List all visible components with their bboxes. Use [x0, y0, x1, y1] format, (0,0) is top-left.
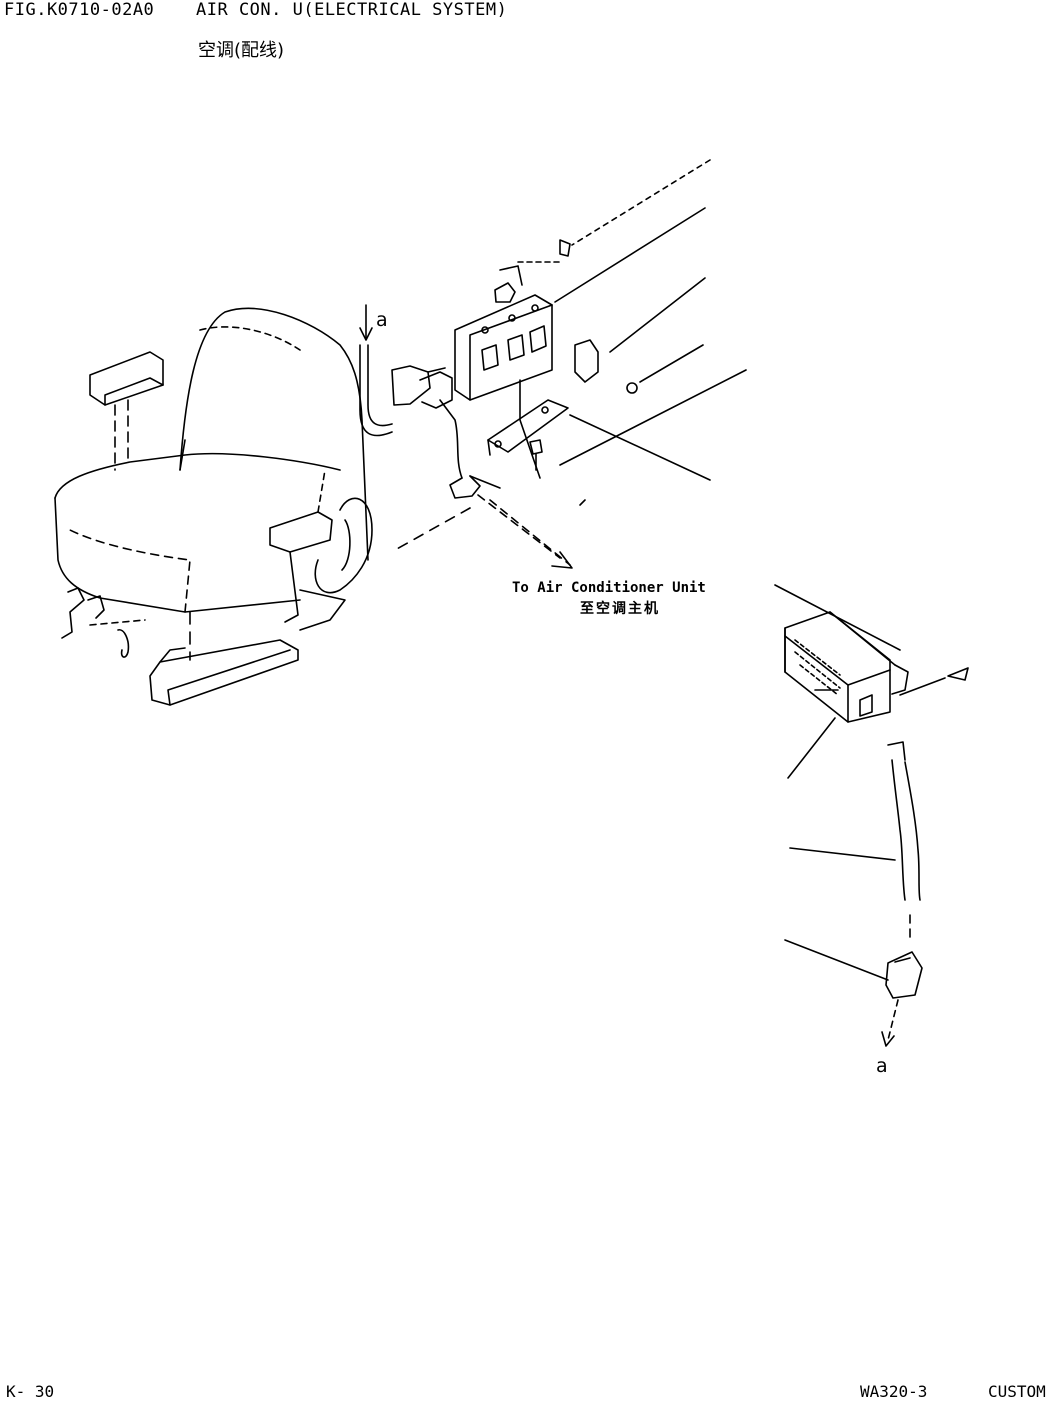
- harness-to-ac-unit: [395, 495, 572, 568]
- figure-title-cn: 空调(配线): [198, 40, 285, 61]
- page-number: K- 30: [6, 1382, 55, 1401]
- wiring-harness-lower: [882, 742, 922, 1046]
- controller-bracket: [455, 240, 637, 478]
- figure-id: FIG.K0710-02A0: [4, 0, 155, 20]
- ac-control-panel: [775, 585, 968, 722]
- wiring-harness-upper: [360, 345, 500, 498]
- ref-arrow-top: [360, 305, 372, 340]
- callout-label-en: To Air Conditioner Unit: [512, 580, 706, 596]
- callout-label-cn: 至空调主机: [580, 601, 660, 617]
- ref-label-top: a: [376, 309, 388, 331]
- ref-label-bottom: a: [876, 1055, 888, 1077]
- variant-label: CUSTOM: [988, 1382, 1046, 1401]
- leader-lines-top: [518, 160, 746, 505]
- operator-seat: [55, 308, 372, 705]
- figure-title: AIR CON. U(ELECTRICAL SYSTEM): [196, 0, 508, 20]
- leader-lines-right: [785, 718, 895, 980]
- model-number: WA320-3: [860, 1382, 928, 1401]
